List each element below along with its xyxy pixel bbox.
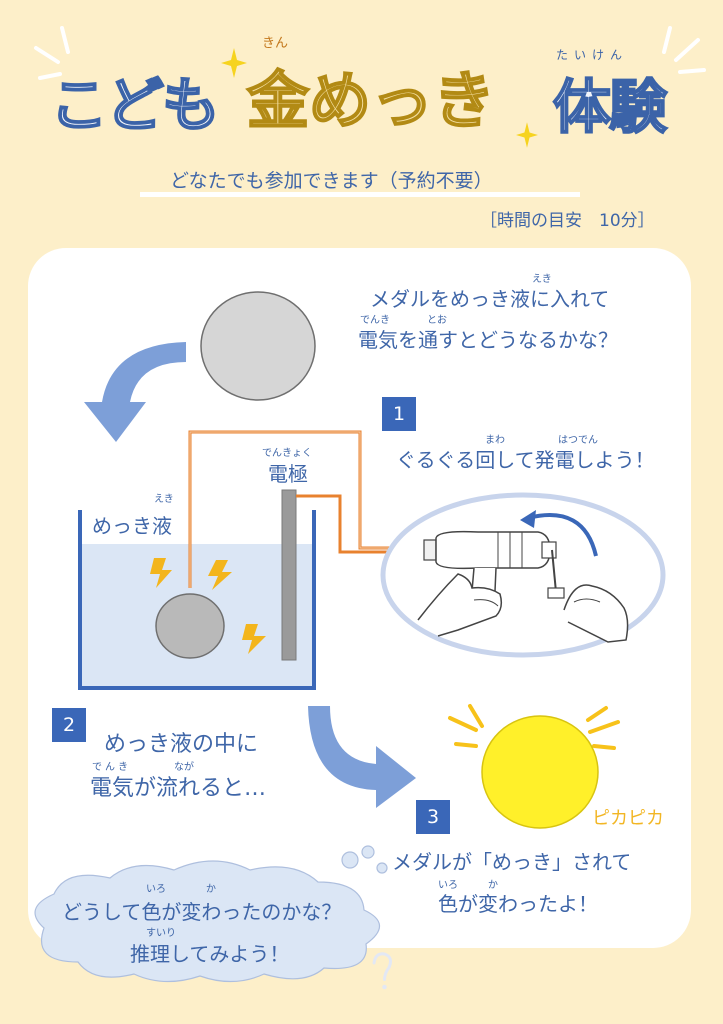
star-sparkle-icon: [221, 48, 247, 78]
cloud-line2: 推理してみよう！: [130, 942, 290, 966]
title-part1: こども: [49, 70, 221, 140]
solution-ruby: えき: [154, 494, 174, 505]
curved-arrow-right-icon: [308, 706, 416, 808]
step-2-badge: 2: [52, 708, 86, 742]
star-sparkle-icon: [516, 122, 538, 148]
thought-cloud: [34, 845, 388, 983]
intro-line1: メダルをめっき液に入れて: [370, 287, 610, 311]
cloud-ruby: いろ: [146, 884, 166, 895]
subtitle: どなたでも参加できます（予約不要）: [170, 170, 493, 192]
medal-in-solution: [155, 593, 225, 659]
medal-icon: [200, 291, 316, 401]
step3-line1: メダルが「めっき」されて: [392, 850, 632, 874]
question-icon: [372, 952, 392, 990]
step1-ruby: はつでん: [558, 435, 598, 446]
intro-line2: 電気を通すとどうなるかな？: [358, 328, 618, 352]
step3-ruby: いろ: [438, 880, 458, 891]
intro-ruby: とお: [427, 315, 447, 326]
title-gold: 金めっき: [246, 63, 496, 138]
header: こども きん 金めっき たいけん 体験 どなたでも参加できます（予約不要） ［時…: [0, 0, 723, 231]
step1-ruby: まわ: [485, 435, 505, 446]
subtitle-underline: [140, 192, 580, 197]
sparkle-label: ピカピカ: [592, 808, 664, 829]
question-icon: [64, 819, 90, 869]
step3-line2: 色が変わったよ！: [438, 892, 598, 916]
cloud-ruby: すいり: [146, 928, 176, 939]
step-3-badge: 3: [416, 800, 450, 834]
intro-ruby: えき: [532, 274, 552, 285]
electrode-label: 電極: [268, 462, 308, 486]
title-ruby-taiken: たいけん: [556, 48, 629, 62]
electrode-bar: [281, 489, 297, 661]
step3-ruby: か: [488, 880, 498, 891]
lightning-icon: [242, 624, 266, 654]
curved-arrow-down-icon: [84, 342, 186, 442]
title-part2: 体験: [552, 72, 668, 142]
shining-medal-icon: [448, 704, 620, 829]
solution-label: めっき液: [92, 514, 172, 538]
step2-line2: 電気が流れると…: [90, 776, 267, 801]
lightning-icon: [150, 558, 172, 588]
time-note: ［時間の目安 10分］: [480, 211, 655, 231]
beaker-icon: [78, 510, 316, 690]
title-ruby-kin: きん: [262, 36, 289, 51]
electrode-ruby: でんきょく: [262, 448, 312, 459]
lightning-icon: [208, 560, 232, 590]
step1-text: ぐるぐる回して発電しよう！: [396, 448, 655, 472]
hand-generator-icon: [380, 492, 666, 658]
sparkle-lines-right-icon: [662, 26, 706, 74]
step2-line1: めっき液の中に: [104, 732, 259, 757]
step2-ruby: なが: [174, 762, 194, 773]
step-1-badge: 1: [382, 397, 416, 431]
intro-ruby: でんき: [360, 315, 390, 326]
wire-electrode: [296, 494, 424, 554]
step2-ruby: でんき: [92, 762, 131, 773]
cloud-line1: どうして色が変わったのかな？: [62, 900, 342, 924]
sparkle-lines-left-icon: [34, 26, 70, 80]
plating-diagram: [78, 430, 424, 690]
cloud-ruby: か: [206, 884, 216, 895]
